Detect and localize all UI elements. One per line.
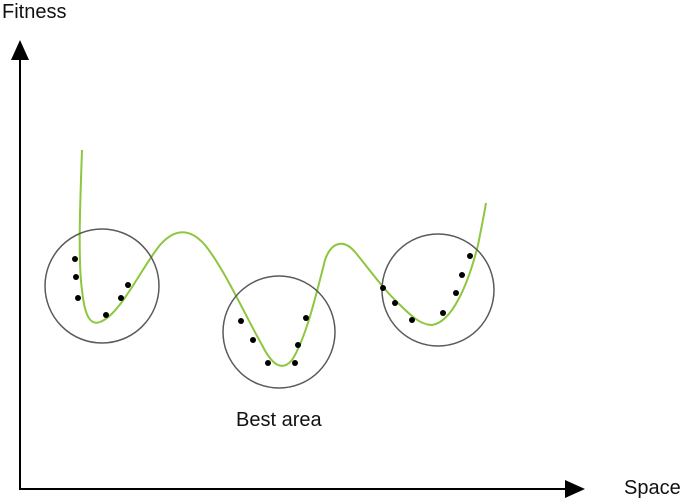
x-axis-label: Space: [624, 477, 681, 499]
sample-point: [292, 360, 298, 366]
sample-point: [303, 315, 309, 321]
local-optimum-circle-right: [381, 233, 495, 347]
sample-point: [392, 300, 398, 306]
y-axis-label: Fitness: [2, 1, 66, 23]
sample-point: [265, 360, 271, 366]
sample-point: [73, 274, 79, 280]
sample-point: [453, 290, 459, 296]
points-left: [72, 256, 131, 318]
sample-point: [440, 310, 446, 316]
sample-point: [380, 285, 386, 291]
sample-point: [118, 295, 124, 301]
sample-point: [72, 256, 78, 262]
sample-point: [459, 272, 465, 278]
sample-point: [103, 312, 109, 318]
sample-point: [295, 342, 301, 348]
sample-point: [125, 282, 131, 288]
sample-point: [250, 337, 256, 343]
points-right: [380, 253, 473, 323]
points-middle: [238, 315, 309, 366]
y-axis-arrow-icon: [11, 40, 29, 60]
sample-point: [467, 253, 473, 259]
x-axis-arrow-icon: [565, 480, 585, 498]
local-optimum-circle-left: [44, 228, 160, 344]
best-area-label: Best area: [236, 409, 322, 431]
best-area-circle: [222, 275, 336, 389]
sample-point: [409, 317, 415, 323]
fitness-curve: [78, 149, 487, 367]
sample-point: [75, 295, 81, 301]
sample-point: [238, 318, 244, 324]
